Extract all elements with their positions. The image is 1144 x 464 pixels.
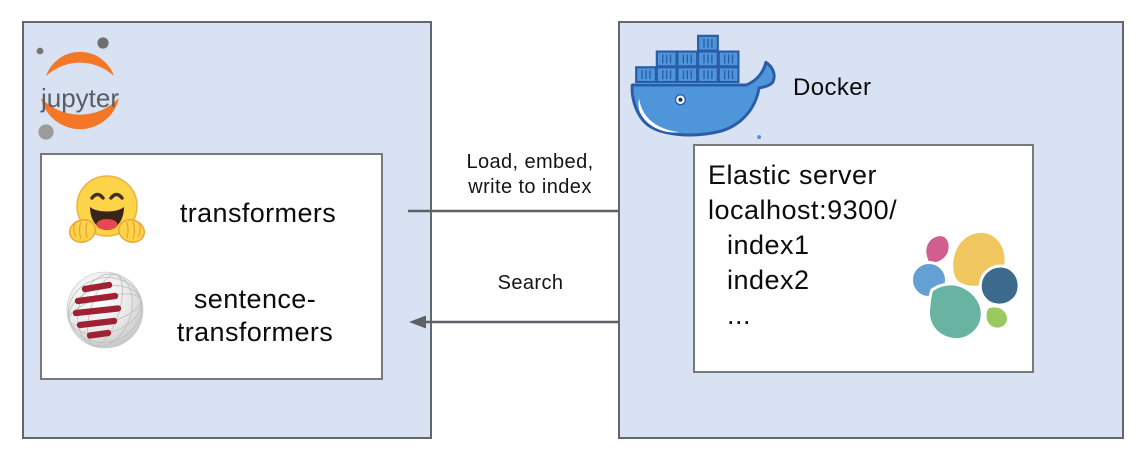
transformers-label: transformers [179, 198, 337, 228]
docker-label: Docker [793, 74, 872, 101]
elasticsearch-logo-icon [910, 230, 1021, 342]
elastic-server-text: Elastic server localhost:9300/ index1 in… [708, 158, 897, 333]
sentence-transformers-label: sentence- transformers [176, 284, 334, 347]
docker-whale-icon [630, 34, 776, 140]
jupyter-logo-text: jupyter [40, 83, 119, 113]
sentence-transformers-icon [66, 271, 144, 349]
elastic-server-address: localhost:9300/ [708, 195, 898, 225]
elastic-server-title: Elastic server [708, 160, 878, 190]
hugging-face-icon [69, 175, 145, 243]
elastic-index-more: ... [727, 300, 752, 330]
elastic-index-1: index1 [727, 230, 810, 260]
elastic-index-2: index2 [727, 265, 810, 295]
load-embed-write-label: Load, embed, write to index [466, 151, 594, 198]
search-label: Search [497, 272, 564, 294]
jupyter-logo-icon: jupyter [36, 37, 119, 140]
